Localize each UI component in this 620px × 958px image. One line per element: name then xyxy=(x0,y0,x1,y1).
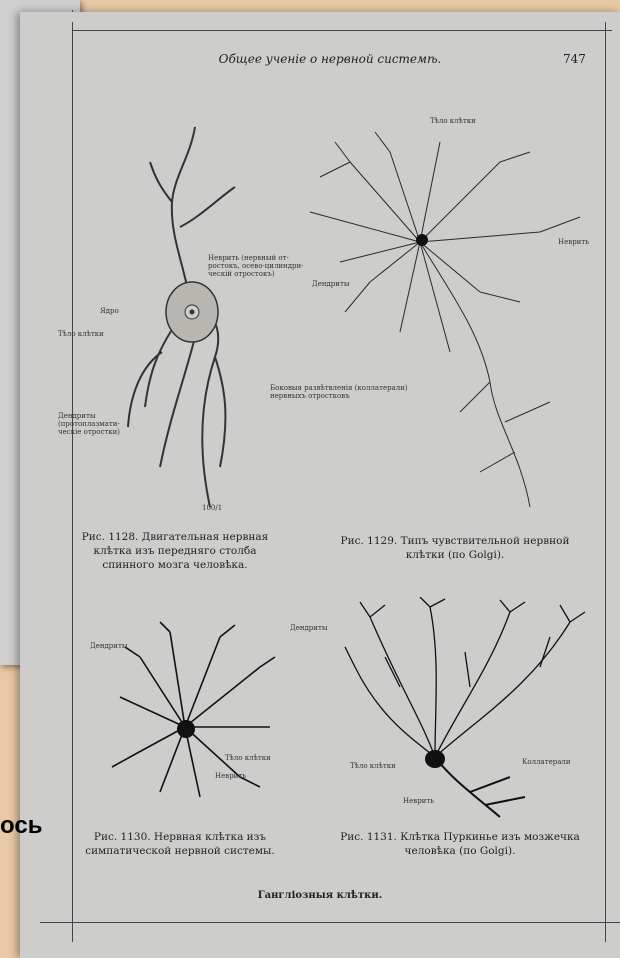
fig1131-cell-body-label: Тѣло клѣтки xyxy=(350,762,396,770)
fig1130-neurite-label: Неврить xyxy=(215,772,246,780)
fig1129-collaterals-label: Боковыя развѣтвленія (коллатерали) нервн… xyxy=(270,384,408,400)
fig1131-caption: Рис. 1131. Клѣтка Пуркинье изъ мозжечка … xyxy=(310,830,610,858)
fig1130-dendrites-label: Дендриты xyxy=(90,642,127,650)
figure-1130-sympathetic-neuron xyxy=(100,617,290,802)
fig1129-cell-body-label: Тѣло клѣтки xyxy=(430,117,476,125)
footer-caption: Гангліозныя клѣтки. xyxy=(200,890,440,901)
figure-1129-sensory-neuron xyxy=(290,122,600,512)
fig1130-caption: Рис. 1130. Нервная клѣтка изъ симпатичес… xyxy=(60,830,300,858)
fig1131-dendrites-label: Дендриты xyxy=(290,624,327,632)
fig1128-nucleus-label: Ядро xyxy=(100,307,119,315)
figure-1128-motor-neuron xyxy=(100,107,280,517)
overlay-word: ось xyxy=(0,812,42,840)
top-rule xyxy=(72,30,612,31)
fig1131-collaterals-label: Коллатерали xyxy=(522,758,570,766)
fig1129-caption: Рис. 1129. Типъ чувствительной нервной к… xyxy=(305,534,605,562)
fig1130-cell-body-label: Тѣло клѣтки xyxy=(225,754,271,762)
fig1128-dendrites-label: Дендриты (протоплазмати- ческіе отростки… xyxy=(58,412,120,436)
fig1129-neurite-label: Неврить xyxy=(558,238,589,246)
fig1128-cell-body-label: Тѣло клѣтки xyxy=(58,330,104,338)
page-header-title: Общее ученіе о нервной системѣ. xyxy=(170,52,490,66)
book-page: Общее ученіе о нервной системѣ. 747 Невр… xyxy=(20,12,620,958)
fig1129-dendrites-label: Дендриты xyxy=(312,280,349,288)
fig1128-magnification: 100/1 xyxy=(202,504,222,512)
page-number: 747 xyxy=(563,52,586,66)
right-rule xyxy=(605,22,606,942)
bottom-rule xyxy=(40,922,620,923)
left-rule xyxy=(72,22,73,942)
fig1131-neurite-label: Неврить xyxy=(403,797,434,805)
figure-1131-purkinje-cell xyxy=(340,597,590,832)
fig1128-caption: Рис. 1128. Двигательная нервная клѣтка и… xyxy=(60,530,290,572)
